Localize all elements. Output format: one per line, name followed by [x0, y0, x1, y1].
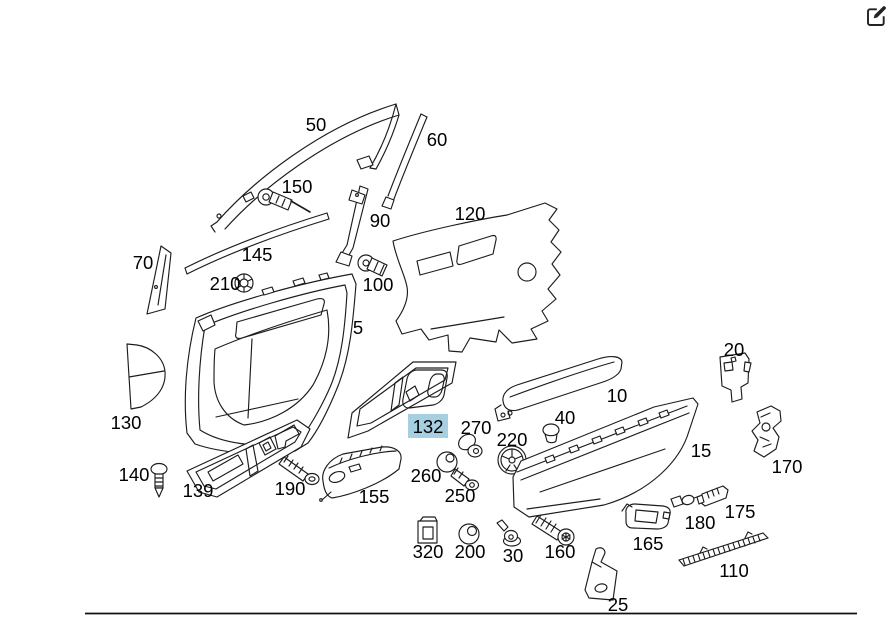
part-callout-90[interactable]: 90: [370, 210, 391, 231]
part-callout-210[interactable]: 210: [210, 273, 241, 294]
part-drawing-window-frame-50: [210, 103, 400, 233]
part-drawing-bulb-socket-180: [670, 494, 701, 508]
part-callout-40[interactable]: 40: [555, 407, 576, 428]
part-drawing-trim-insert-139: [186, 419, 311, 498]
part-callout-155[interactable]: 155: [359, 486, 390, 507]
part-drawing-screw-30: [496, 519, 522, 547]
part-callout-60[interactable]: 60: [427, 129, 448, 150]
part-callout-200[interactable]: 200: [455, 541, 486, 562]
part-callout-50[interactable]: 50: [306, 114, 327, 135]
part-callout-250[interactable]: 250: [445, 485, 476, 506]
part-drawing-plug-270: [458, 433, 483, 458]
part-callout-120[interactable]: 120: [455, 203, 486, 224]
part-callout-70[interactable]: 70: [133, 252, 154, 273]
pencil-square-icon: [867, 6, 886, 26]
part-callout-20[interactable]: 20: [724, 339, 745, 360]
part-drawing-grommet-210: [234, 273, 254, 293]
part-callouts: 50 60 150 90 120 145 70 210 100 5 20 10 …: [111, 114, 803, 615]
part-drawing-screw-190: [278, 455, 320, 486]
part-callout-132-selected[interactable]: 132: [413, 416, 444, 437]
part-drawing-triangle-cover-70: [146, 245, 172, 315]
part-drawing-flap-25: [584, 547, 618, 601]
part-drawing-sill-strip-110: [678, 531, 769, 567]
part-drawing-fastener-100: [357, 254, 388, 277]
part-callout-220[interactable]: 220: [497, 429, 528, 450]
part-drawing-handle-shell-170: [751, 405, 782, 458]
part-drawing-lamp-165: [621, 503, 671, 530]
part-callout-15[interactable]: 15: [691, 440, 712, 461]
part-drawing-clip-140: [150, 462, 168, 498]
part-drawing-switch-175: [696, 485, 729, 507]
part-drawing-pillar-cover-90: [335, 185, 369, 267]
part-drawing-pull-handle-recess-132: [347, 361, 457, 439]
part-drawing-screw-250: [450, 467, 480, 491]
selected-part-highlight: [408, 414, 448, 438]
part-callout-150[interactable]: 150: [282, 176, 313, 197]
part-drawing-armrest-insert-155: [319, 445, 402, 502]
part-callout-30[interactable]: 30: [503, 545, 524, 566]
part-callout-100[interactable]: 100: [363, 274, 394, 295]
part-drawing-grommet-200: [458, 523, 480, 545]
part-drawing-bracket-20: [719, 352, 752, 403]
part-callout-10[interactable]: 10: [607, 385, 628, 406]
part-drawing-insulation-pad-120: [392, 202, 562, 353]
part-callout-145[interactable]: 145: [242, 244, 273, 265]
part-drawings: [126, 103, 782, 601]
part-callout-270[interactable]: 270: [461, 417, 492, 438]
part-callout-320[interactable]: 320: [413, 541, 444, 562]
part-drawing-trim-strip-145: [184, 212, 330, 275]
part-callout-139[interactable]: 139: [183, 480, 214, 501]
part-drawing-screw-150: [257, 188, 311, 213]
part-callout-25[interactable]: 25: [608, 594, 629, 615]
part-drawing-plug-40: [542, 423, 560, 444]
part-callout-170[interactable]: 170: [772, 456, 803, 477]
part-drawing-armrest-10: [494, 356, 623, 422]
part-callout-190[interactable]: 190: [275, 478, 306, 499]
part-drawing-screw-160: [531, 514, 575, 546]
part-drawing-clip-320: [417, 516, 438, 544]
part-callout-260[interactable]: 260: [411, 465, 442, 486]
part-callout-165[interactable]: 165: [633, 533, 664, 554]
part-drawing-washer-260: [436, 451, 458, 473]
part-drawing-door-panel-5: [184, 272, 357, 455]
part-callout-160[interactable]: 160: [545, 541, 576, 562]
part-drawing-frame-strip-60: [381, 113, 428, 210]
part-callout-130[interactable]: 130: [111, 412, 142, 433]
part-callout-110[interactable]: 110: [719, 560, 749, 581]
part-callout-140[interactable]: 140: [119, 464, 150, 485]
edit-button[interactable]: [863, 3, 889, 29]
part-callout-180[interactable]: 180: [685, 512, 716, 533]
part-callout-5[interactable]: 5: [353, 317, 363, 338]
part-callout-175[interactable]: 175: [725, 501, 756, 522]
part-drawing-map-pocket-15: [512, 397, 699, 518]
part-drawing-speaker-cover-130: [126, 343, 166, 410]
